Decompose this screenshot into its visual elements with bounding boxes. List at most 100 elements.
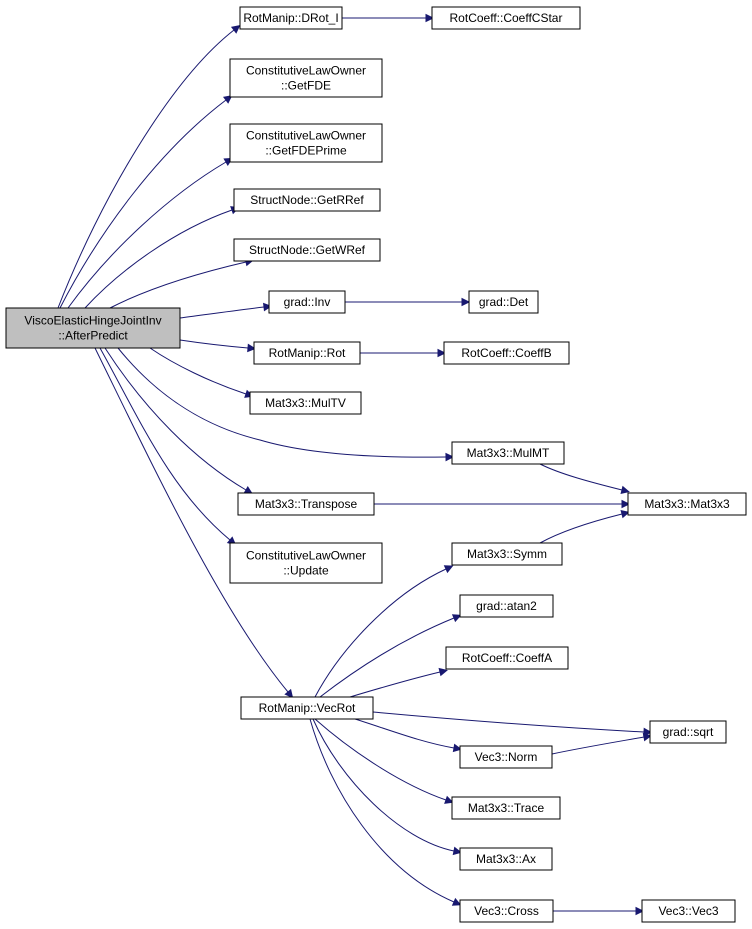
node-multv[interactable]: Mat3x3::MulTV (249, 391, 362, 415)
edge-arrowhead (451, 614, 462, 623)
edge-root-to-getrref (84, 206, 240, 309)
node-label: RotManip::Rot (269, 346, 346, 360)
edge-line (104, 347, 247, 491)
node-label: Mat3x3::Trace (468, 801, 545, 815)
edge-symm-to-mat3x3 (539, 509, 630, 544)
node-getfde[interactable]: ConstitutiveLawOwner::GetFDE (229, 58, 383, 98)
call-edges (57, 13, 653, 916)
node-getrref[interactable]: StructNode::GetRRef (233, 188, 381, 212)
edge-vecrot-to-ax (312, 718, 462, 856)
node-coeffb[interactable]: RotCoeff::CoeffB (443, 341, 570, 365)
edge-arrowhead (247, 343, 257, 353)
edge-arrowhead (284, 688, 294, 699)
node-label: ViscoElasticHingeJointInv (24, 314, 161, 328)
edge-arrowhead (451, 897, 462, 906)
node-label: RotCoeff::CoeffA (462, 651, 552, 665)
node-label: StructNode::GetRRef (250, 193, 364, 207)
node-label: Mat3x3::Ax (476, 852, 536, 866)
edge-root-to-multv (149, 347, 254, 398)
node-transpose[interactable]: Mat3x3::Transpose (237, 492, 375, 516)
edge-line (372, 711, 645, 733)
edge-root-to-transpose (104, 347, 253, 495)
node-label: ConstitutiveLawOwner (246, 129, 366, 143)
node-box (443, 341, 570, 365)
edge-vecrot-to-atan2 (319, 614, 462, 698)
node-label: RotCoeff::CoeffB (461, 346, 551, 360)
node-box (229, 542, 383, 584)
edge-line (539, 513, 623, 544)
node-box (233, 238, 381, 262)
node-box (459, 594, 554, 618)
edge-arrowhead (461, 297, 471, 307)
edge-arrowhead (452, 846, 462, 856)
node-label: grad::atan2 (476, 599, 537, 613)
node-box (240, 696, 374, 720)
edge-line (149, 347, 247, 395)
node-label: Mat3x3::MulTV (265, 396, 346, 410)
edge-line (349, 671, 441, 698)
node-getwref[interactable]: StructNode::GetWRef (233, 238, 381, 262)
node-trace[interactable]: Mat3x3::Trace (451, 796, 561, 820)
node-vec3[interactable]: Vec3::Vec3 (641, 899, 736, 923)
edge-arrowhead (642, 732, 652, 742)
node-box (233, 188, 381, 212)
node-rot[interactable]: RotManip::Rot (253, 341, 361, 365)
node-label: RotManip::VecRot (259, 701, 356, 715)
node-label: StructNode::GetWRef (249, 243, 366, 257)
node-label: Vec3::Norm (475, 750, 538, 764)
node-box (641, 899, 736, 923)
edge-root-to-vecrot (94, 347, 294, 699)
edge-line (94, 347, 289, 693)
node-label: RotCoeff::CoeffCStar (450, 11, 563, 25)
node-box (451, 542, 563, 566)
edge-root-to-update (99, 347, 237, 546)
node-box (468, 290, 539, 314)
edge-line (314, 718, 447, 801)
edge-rot-to-coeffb (360, 348, 447, 358)
edge-arrowhead (263, 302, 273, 312)
edge-line (59, 99, 227, 309)
node-label: Mat3x3::Transpose (255, 497, 358, 511)
edge-arrowhead (425, 13, 435, 23)
node-box (459, 899, 554, 923)
node-box (649, 720, 727, 744)
node-getfdeprime[interactable]: ConstitutiveLawOwner::GetFDEPrime (229, 123, 383, 163)
node-inv[interactable]: grad::Inv (268, 290, 346, 314)
edge-line (67, 161, 227, 309)
node-cross[interactable]: Vec3::Cross (459, 899, 554, 923)
node-coeffa[interactable]: RotCoeff::CoeffA (445, 646, 569, 670)
node-atan2[interactable]: grad::atan2 (459, 594, 554, 618)
node-drot[interactable]: RotManip::DRot_I (239, 6, 343, 30)
node-update[interactable]: ConstitutiveLawOwner::Update (229, 542, 383, 584)
node-norm[interactable]: Vec3::Norm (459, 745, 553, 769)
node-label: Mat3x3::Symm (467, 547, 547, 561)
node-mulmt[interactable]: Mat3x3::MulMT (451, 441, 565, 465)
node-mat3x3[interactable]: Mat3x3::Mat3x3 (627, 492, 747, 516)
node-box (237, 492, 375, 516)
node-symm[interactable]: Mat3x3::Symm (451, 542, 563, 566)
edge-arrowhead (635, 906, 645, 916)
node-box (431, 6, 581, 30)
node-label: grad::Det (479, 295, 529, 309)
node-label: ConstitutiveLawOwner (246, 549, 366, 563)
node-label: Vec3::Vec3 (658, 904, 718, 918)
node-sqrt[interactable]: grad::sqrt (649, 720, 727, 744)
edge-vecrot-to-sqrt (372, 711, 653, 737)
node-ax[interactable]: Mat3x3::Ax (459, 847, 553, 871)
edge-arrowhead (621, 499, 631, 509)
edge-vecrot-to-trace (314, 718, 454, 804)
edge-root-to-getfdeprime (67, 157, 233, 309)
edge-vecrot-to-norm (354, 718, 462, 753)
edge-root-to-mulmt (117, 347, 455, 462)
node-label: ::GetFDE (281, 79, 331, 93)
edge-line (539, 463, 623, 491)
node-coeffcstar[interactable]: RotCoeff::CoeffCStar (431, 6, 581, 30)
node-root[interactable]: ViscoElasticHingeJointInv::AfterPredict (5, 307, 181, 349)
node-vecrot[interactable]: RotManip::VecRot (240, 696, 374, 720)
edge-transpose-to-mat3x3 (374, 499, 631, 509)
node-box (459, 847, 553, 871)
edge-root-to-getfde (59, 95, 233, 309)
node-det[interactable]: grad::Det (468, 290, 539, 314)
edge-arrowhead (620, 485, 630, 495)
node-label: Mat3x3::MulMT (467, 446, 550, 460)
